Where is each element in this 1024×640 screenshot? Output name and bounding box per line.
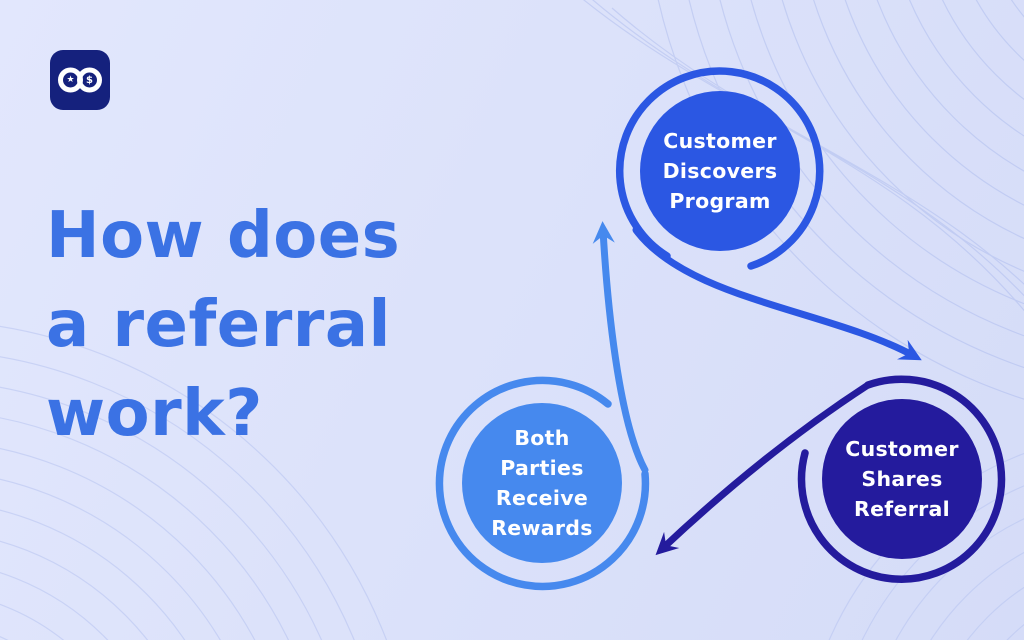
node-label-rewards: Both Parties Receive Rewards [442, 403, 642, 563]
node-label-line: Shares [861, 467, 943, 491]
node-label-line: Customer [663, 129, 777, 153]
title-line-1: How does [46, 199, 401, 273]
dollar-icon: $ [86, 75, 93, 86]
node-label-line: Program [669, 189, 771, 213]
node-label-line: Customer [845, 437, 959, 461]
node-label-line: Referral [854, 497, 950, 521]
brand-logo: ★ $ [50, 50, 110, 110]
arrow-rewards-to-discovers [592, 221, 649, 474]
node-circle-rewards [462, 403, 622, 563]
node-circle-discovers [640, 91, 800, 251]
node-label-discovers: Customer Discovers Program [620, 91, 820, 251]
ring-rewards [435, 376, 650, 591]
node-label-line: Rewards [491, 516, 593, 540]
node-label-line: Discovers [662, 159, 778, 183]
node-label-line: Receive [495, 486, 589, 510]
node-label-shares: Customer Shares Referral [802, 399, 1002, 559]
ring-shares [797, 375, 1006, 583]
node-label-line: Both [514, 426, 570, 450]
node-circle-shares [822, 399, 982, 559]
ring-discovers [615, 67, 824, 270]
star-icon: ★ [66, 75, 74, 85]
title-line-3: work? [46, 377, 263, 451]
node-label-line: Parties [500, 456, 584, 480]
title-line-2: a referral [46, 288, 391, 362]
arrow-discovers-to-shares [632, 226, 922, 361]
page-title: How does a referral work? [46, 192, 400, 459]
infinity-right-loop-icon [77, 67, 102, 93]
arrow-shares-to-rewards [655, 381, 872, 556]
infinity-logo-icon: ★ $ [50, 50, 110, 110]
